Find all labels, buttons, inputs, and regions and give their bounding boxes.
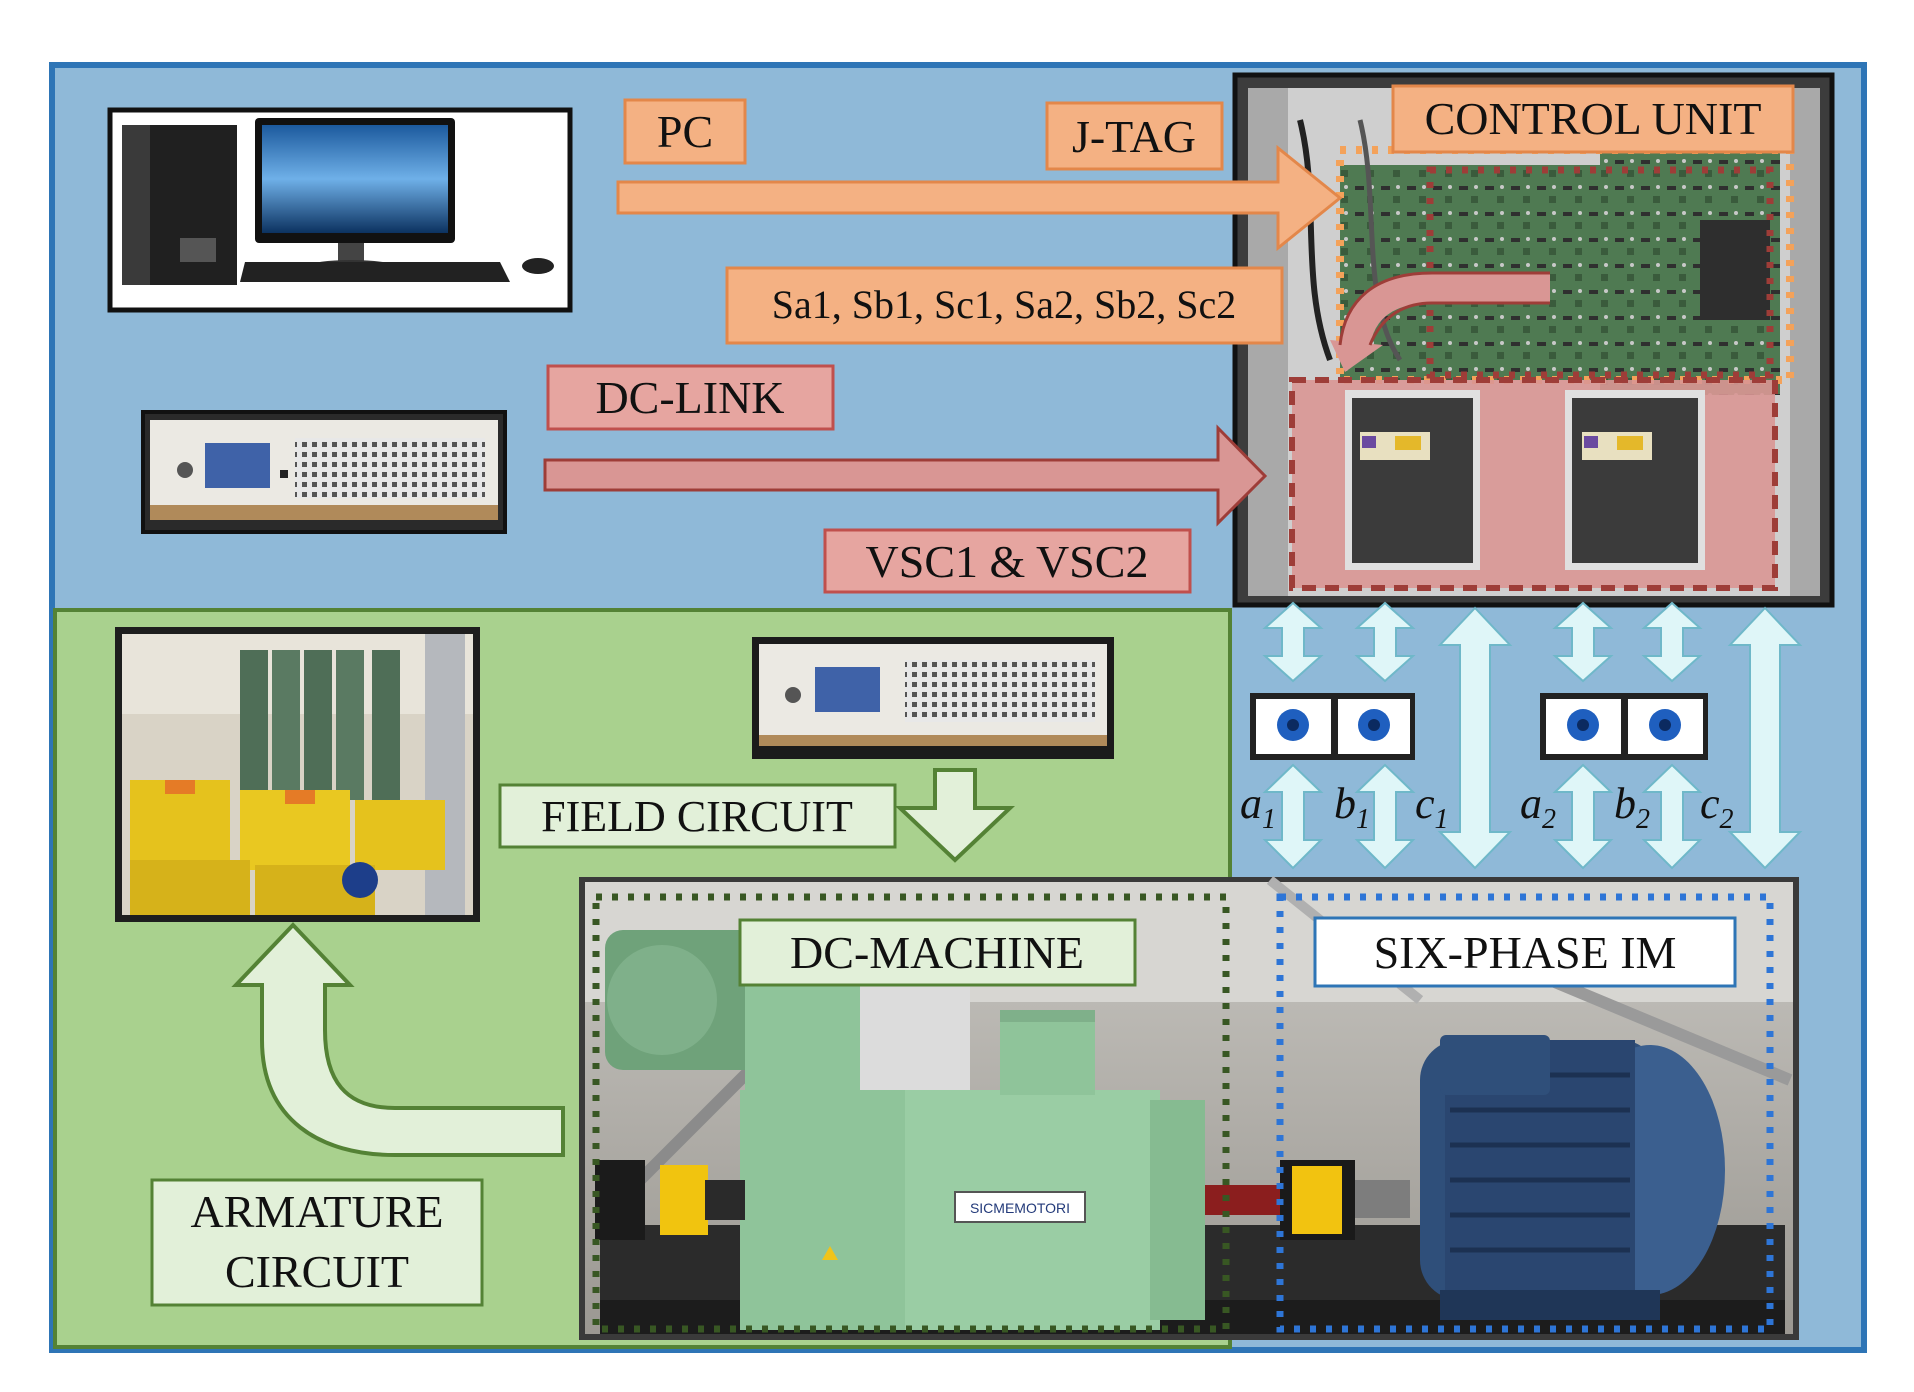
- phase-b1-bottom-arrow: [1354, 763, 1416, 870]
- current-sensors-group-1: [1250, 693, 1415, 760]
- six-phase-im-dotted-outline: [1276, 893, 1774, 1333]
- signals-label: Sa1, Sb1, Sc1, Sa2, Sb2, Sc2: [725, 266, 1284, 345]
- svg-text:Sa1, Sb1, Sc1, Sa2, Sb2, Sc2: Sa1, Sb1, Sc1, Sa2, Sb2, Sc2: [772, 282, 1237, 327]
- phase-a2-bottom-arrow: [1552, 763, 1614, 870]
- phase-label-c2: c2: [1700, 779, 1734, 835]
- phase-a2-top-arrow: [1552, 601, 1614, 683]
- signals-curved-arrow: [1330, 271, 1550, 372]
- brand-plate: SICMEMOTORI: [954, 1191, 1086, 1223]
- shaft-coupling: [1205, 1160, 1410, 1240]
- control-unit-photo: [1232, 72, 1835, 608]
- vsc2-module: [1565, 390, 1705, 570]
- phase-a1-top-arrow: [1262, 601, 1324, 683]
- phase-label-c1: c1: [1415, 779, 1449, 835]
- svg-text:DC-LINK: DC-LINK: [595, 372, 784, 423]
- dc-link-power-supply-photo: [141, 410, 507, 534]
- current-sensor-b2: [1649, 709, 1681, 741]
- svg-text:PC: PC: [657, 106, 713, 157]
- phase-c1-arrow: [1437, 606, 1513, 870]
- pc-to-control-arrow: [616, 144, 1343, 252]
- jtag-label: J-TAG: [1045, 101, 1224, 171]
- phase-label-a2: a2: [1520, 779, 1556, 835]
- svg-text:SICMEMOTORI: SICMEMOTORI: [970, 1200, 1070, 1216]
- current-sensor-a1: [1277, 709, 1309, 741]
- phase-b2-top-arrow: [1641, 601, 1703, 683]
- field-circuit-arrow: [894, 768, 1016, 863]
- svg-text:FIELD CIRCUIT: FIELD CIRCUIT: [541, 792, 853, 841]
- pc-photo: [107, 107, 573, 313]
- phase-label-b1: b1: [1334, 779, 1370, 835]
- resistor-bank-photo: [115, 627, 480, 922]
- svg-text:SIX-PHASE IM: SIX-PHASE IM: [1374, 927, 1677, 978]
- six-phase-im-label: SIX-PHASE IM: [1313, 916, 1737, 988]
- armature-circuit-arrow: [231, 922, 565, 1157]
- dc-link-label: DC-LINK: [546, 364, 835, 431]
- current-sensor-b1: [1358, 709, 1390, 741]
- field-circuit-label: FIELD CIRCUIT: [498, 783, 897, 849]
- phase-connections: a1 b1 c1 a2 b2 c2: [1240, 601, 1803, 870]
- current-sensor-a2: [1567, 709, 1599, 741]
- control-unit-label: CONTROL UNIT: [1391, 84, 1795, 154]
- pc-label: PC: [623, 98, 747, 165]
- svg-text:ARMATURE: ARMATURE: [190, 1186, 443, 1237]
- dc-machine-dotted-outline: [592, 893, 1230, 1333]
- current-sensors-group-2: [1540, 693, 1708, 760]
- phase-label-a1: a1: [1240, 779, 1276, 835]
- dc-link-arrow: [543, 424, 1268, 527]
- field-power-supply-photo: [752, 637, 1114, 759]
- svg-text:DC-MACHINE: DC-MACHINE: [790, 927, 1084, 978]
- phase-b2-bottom-arrow: [1641, 763, 1703, 870]
- six-phase-im: [1420, 1035, 1725, 1320]
- svg-text:CIRCUIT: CIRCUIT: [225, 1246, 409, 1297]
- svg-text:VSC1 & VSC2: VSC1 & VSC2: [866, 536, 1149, 587]
- vsc-label: VSC1 & VSC2: [823, 528, 1192, 594]
- phase-c2-arrow: [1727, 606, 1803, 870]
- armature-circuit-label: ARMATURE CIRCUIT: [150, 1178, 484, 1307]
- svg-text:J-TAG: J-TAG: [1072, 111, 1196, 162]
- dc-machine-label: DC-MACHINE: [738, 918, 1137, 987]
- vsc1-module: [1345, 390, 1480, 570]
- left-coupling: [595, 1160, 745, 1240]
- phase-b1-top-arrow: [1354, 601, 1416, 683]
- phase-label-b2: b2: [1614, 779, 1650, 835]
- svg-text:CONTROL UNIT: CONTROL UNIT: [1425, 93, 1762, 144]
- phase-a1-bottom-arrow: [1262, 763, 1324, 870]
